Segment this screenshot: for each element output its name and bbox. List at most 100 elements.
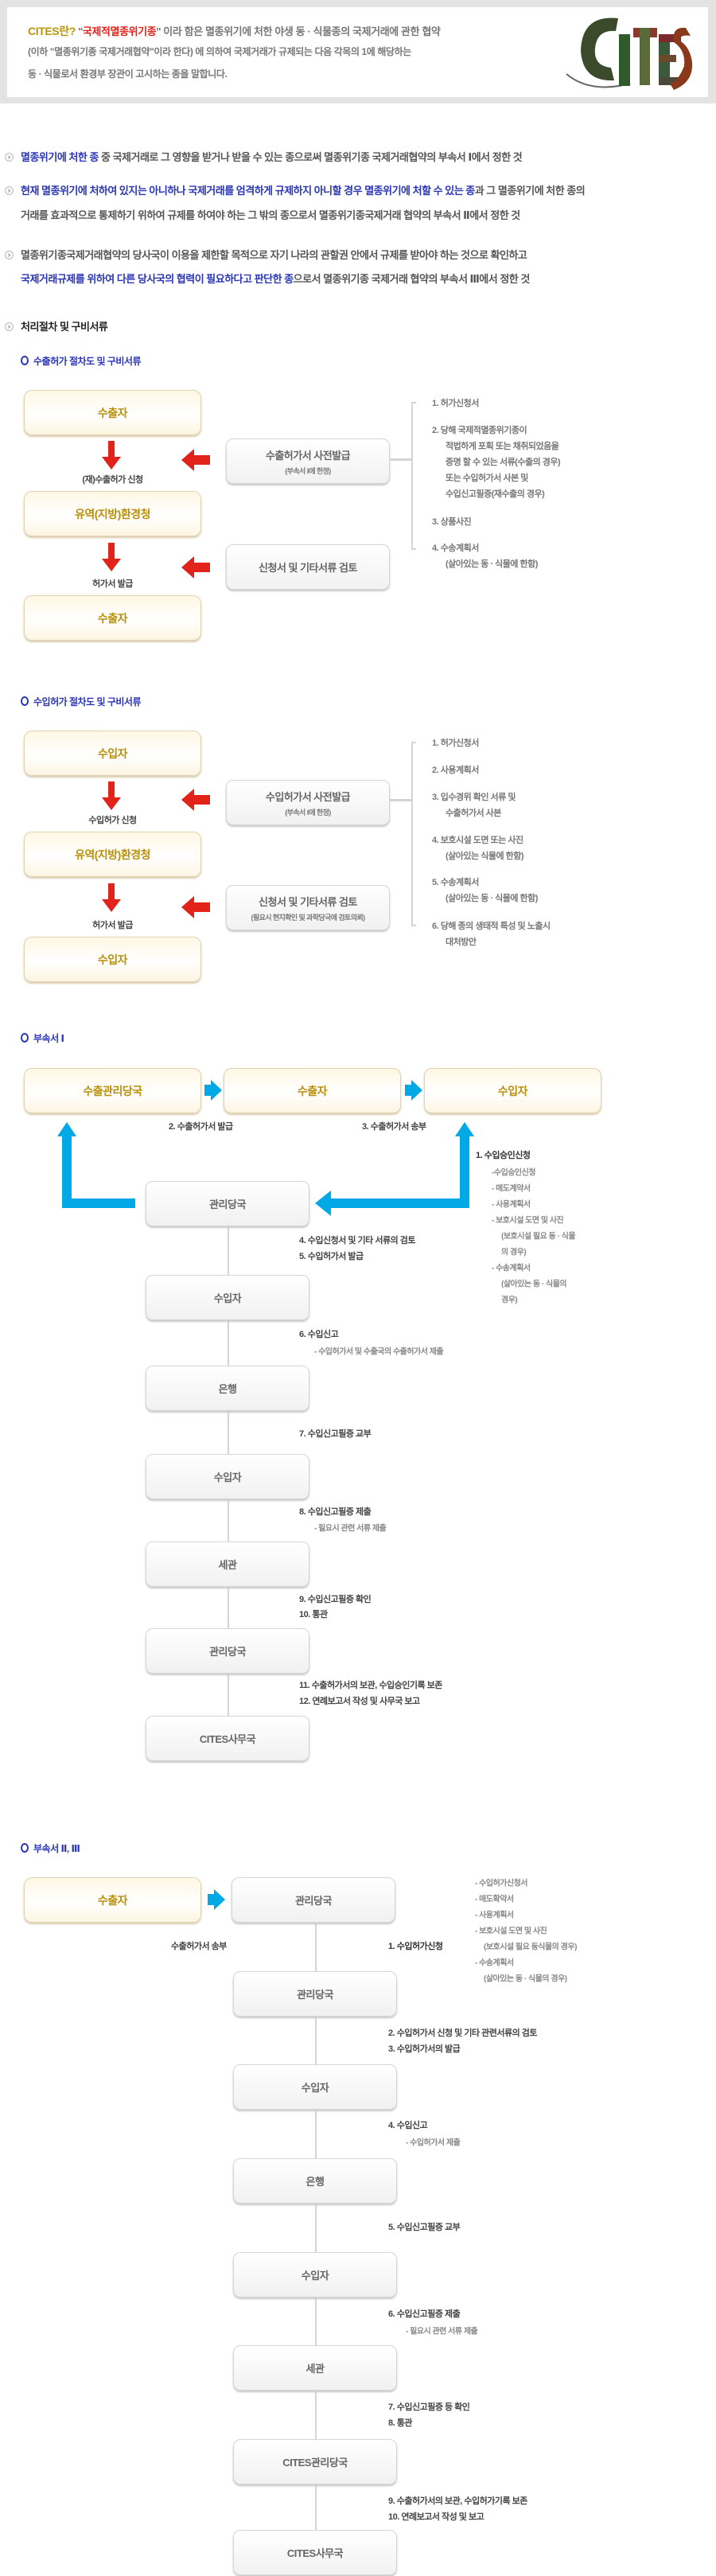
intro-box: CITES란? "국제적멸종위기종" 이라 함은 멸종위기에 처한 야생 동 ·… — [7, 7, 708, 97]
arrow-left-icon — [181, 556, 210, 579]
step-label: 4. 수입신청서 및 기타 서류의 검토 — [299, 1236, 416, 1245]
document-item: 4. 보호시설 도면 또는 사진 — [432, 836, 523, 845]
node-exporter: 수출자 — [224, 1068, 401, 1113]
bullet-icon: › — [5, 322, 14, 331]
node-importer: 수입자 — [24, 937, 201, 982]
annex1-section-title: 부속서 Ⅰ — [21, 1031, 64, 1045]
document-item: (보호시설 필요 동식물의 경우) — [484, 1943, 577, 1952]
arrow-down-icon — [102, 781, 121, 810]
arrow-up-left — [57, 1122, 135, 1208]
annex2-definition-line2: 거래를 효과적으로 통제하기 위하여 규제를 하여야 하는 그 밖의 종으로서 … — [21, 209, 520, 221]
step-note: - 수입허가서 제출 — [406, 2138, 461, 2148]
document-item: - 사용계획서 — [475, 1911, 514, 1920]
flow-node: 세관 — [146, 1541, 309, 1587]
document-item: -수입승인신청 — [492, 1168, 536, 1178]
document-item: 2. 사용계획서 — [432, 766, 479, 775]
flow-node: 수입자 — [146, 1454, 309, 1499]
document-item: 의 경우) — [501, 1248, 527, 1257]
flow-label: 수출허가서 송부 — [171, 1942, 227, 1951]
pre-issue-box: 수출허가서 사전발급(부속서 Ⅰ에 한정) — [226, 438, 390, 484]
document-item: (살아있는 동 · 식물의 경우) — [484, 1974, 567, 1984]
connector — [390, 458, 411, 461]
flow-node: CITES사무국 — [233, 2530, 397, 2575]
bullet-icon: › — [5, 251, 14, 259]
flow-label: 3. 수출허가서 송부 — [362, 1122, 426, 1132]
annex2-definition: 현재 멸종위기에 처하여 있지는 아니하나 국제거래를 엄격하게 규제하지 아니… — [21, 185, 586, 197]
document-item: (살아있는 동 · 식물의 — [501, 1280, 567, 1289]
step-label: 5. 수입허가서 발급 — [299, 1252, 364, 1261]
step-label: 허가서 발급 — [92, 579, 133, 589]
step-label: 허가서 발급 — [92, 921, 133, 930]
arrow-left-icon — [181, 449, 210, 471]
quote: " — [75, 25, 83, 37]
intro-line-3: 동 · 식물로서 환경부 장관이 고시하는 종을 말합니다. — [28, 68, 228, 80]
text: 중 국제거래로 그 영향을 받거나 받을 수 있는 종으로써 멸종위기종 국제거… — [98, 151, 523, 163]
document-item: - 보호시설 도면 및 사진 — [492, 1216, 564, 1226]
node-importer: 수입자 — [24, 731, 201, 776]
document-item: 수출허가서 사본 — [446, 809, 501, 818]
step-label: 9. 수입신고필증 확인 — [299, 1595, 372, 1604]
highlight: 멸종위기에 처한 종 — [21, 151, 99, 163]
flow-line — [315, 1923, 317, 2530]
arrow-down-icon — [102, 543, 121, 571]
arrow-right-icon — [208, 1889, 225, 1910]
node-exporter: 수출자 — [24, 595, 201, 641]
document-item: 2. 당해 국제적멸종위기종이 — [432, 426, 527, 435]
step-label: 7. 수입신고필증 등 확인 — [388, 2403, 470, 2412]
document-item: - 수입허가신청서 — [475, 1879, 528, 1888]
arrow-left-icon — [181, 789, 210, 811]
step-label: 8. 통관 — [388, 2418, 412, 2428]
document-item: (살아있는 동 · 식물에 한함) — [446, 894, 538, 903]
flow-arrows — [57, 1122, 474, 1216]
step-label: 12. 연례보고서 작성 및 사무국 보고 — [299, 1697, 420, 1706]
node-regional-office: 유역(지방)환경청 — [24, 832, 201, 877]
apply-label: 1. 수입승인신청 — [476, 1151, 531, 1160]
review-box: 신청서 및 기타서류 검토 (필요시 현지확인 및 과학당국에 검토의뢰) — [226, 885, 390, 930]
arrow-down-icon — [102, 883, 121, 912]
document-item: 대처방안 — [446, 937, 477, 947]
document-item: 경우) — [501, 1296, 518, 1305]
flow-node: CITES사무국 — [146, 1716, 309, 1761]
bullet-icon: › — [5, 153, 14, 162]
term: 국제적멸종위기종 — [82, 25, 157, 37]
intro-line-1: CITES란? "국제적멸종위기종" 이라 함은 멸종위기에 처한 야생 동 ·… — [28, 23, 441, 39]
document-item: (살아있는 동 · 식물에 한함) — [446, 559, 538, 569]
box-title: 신청서 및 기타서류 검토 — [259, 895, 357, 908]
document-item: - 수송계획서 — [475, 1958, 514, 1968]
document-item: - 매도확약서 — [475, 1895, 514, 1904]
highlight: 국제거래규제를 위하여 다른 당사국의 협력이 필요하다고 판단한 종 — [21, 273, 294, 285]
annex23-section-title: 부속서 Ⅱ, Ⅲ — [21, 1841, 80, 1855]
highlight: 현재 멸종위기에 처하여 있지는 아니하나 국제거래를 엄격하게 규제하지 아니… — [21, 185, 475, 197]
box-note: (부속서 Ⅰ에 한정) — [285, 466, 331, 475]
arrow-left-icon — [181, 896, 210, 918]
flow-node: 관리당국 — [233, 1971, 397, 2017]
node-regional-office: 유역(지방)환경청 — [24, 491, 201, 536]
intro-line-2: (이하 "멸종위기종 국제거래협약"이라 한다) 에 의하여 국제거래가 규제되… — [28, 46, 411, 57]
pre-issue-box: 수입허가서 사전발급(부속서 Ⅰ에 한정) — [226, 780, 390, 825]
arrow-down-icon — [102, 441, 121, 470]
step-label: 6. 수입신고필증 제출 — [388, 2309, 461, 2319]
box-note: (부속서 Ⅰ에 한정) — [285, 808, 331, 816]
node-exporter: 수출자 — [24, 1877, 201, 1923]
import-section-title: 수입허가 절차도 및 구비서류 — [21, 695, 141, 708]
flow-node: 관리당국 — [146, 1181, 309, 1226]
box-note: (필요시 현지확인 및 과학당국에 검토의뢰) — [251, 913, 366, 922]
apply-label: 1. 수입허가신청 — [388, 1942, 443, 1951]
step-label: 6. 수입신고 — [299, 1330, 339, 1339]
arrow-right-icon — [204, 1080, 222, 1101]
document-item: 적법하게 포획 또는 채취되었음을 — [446, 442, 559, 451]
document-item: - 사용계획서 — [492, 1200, 531, 1210]
document-item: - 보호시설 도면 및 사진 — [475, 1927, 547, 1936]
review-box: 신청서 및 기타서류 검토 — [226, 544, 390, 590]
node-exporter: 수출자 — [24, 390, 201, 435]
document-item: 수입신고필증(재수출의 경우) — [446, 489, 545, 499]
document-item: 1. 허가신청서 — [432, 399, 479, 408]
flow-node: 은행 — [233, 2158, 397, 2204]
step-label: 4. 수입신고 — [388, 2121, 428, 2130]
step-label: 7. 수입신고필증 교부 — [299, 1429, 372, 1439]
arrow-right-icon — [405, 1080, 422, 1101]
export-section-title: 수출허가 절차도 및 구비서류 — [21, 354, 141, 368]
document-item: 5. 수송계획서 — [432, 878, 479, 887]
bracket — [411, 402, 416, 550]
box-title: 신청서 및 기타서류 검토 — [259, 562, 357, 574]
